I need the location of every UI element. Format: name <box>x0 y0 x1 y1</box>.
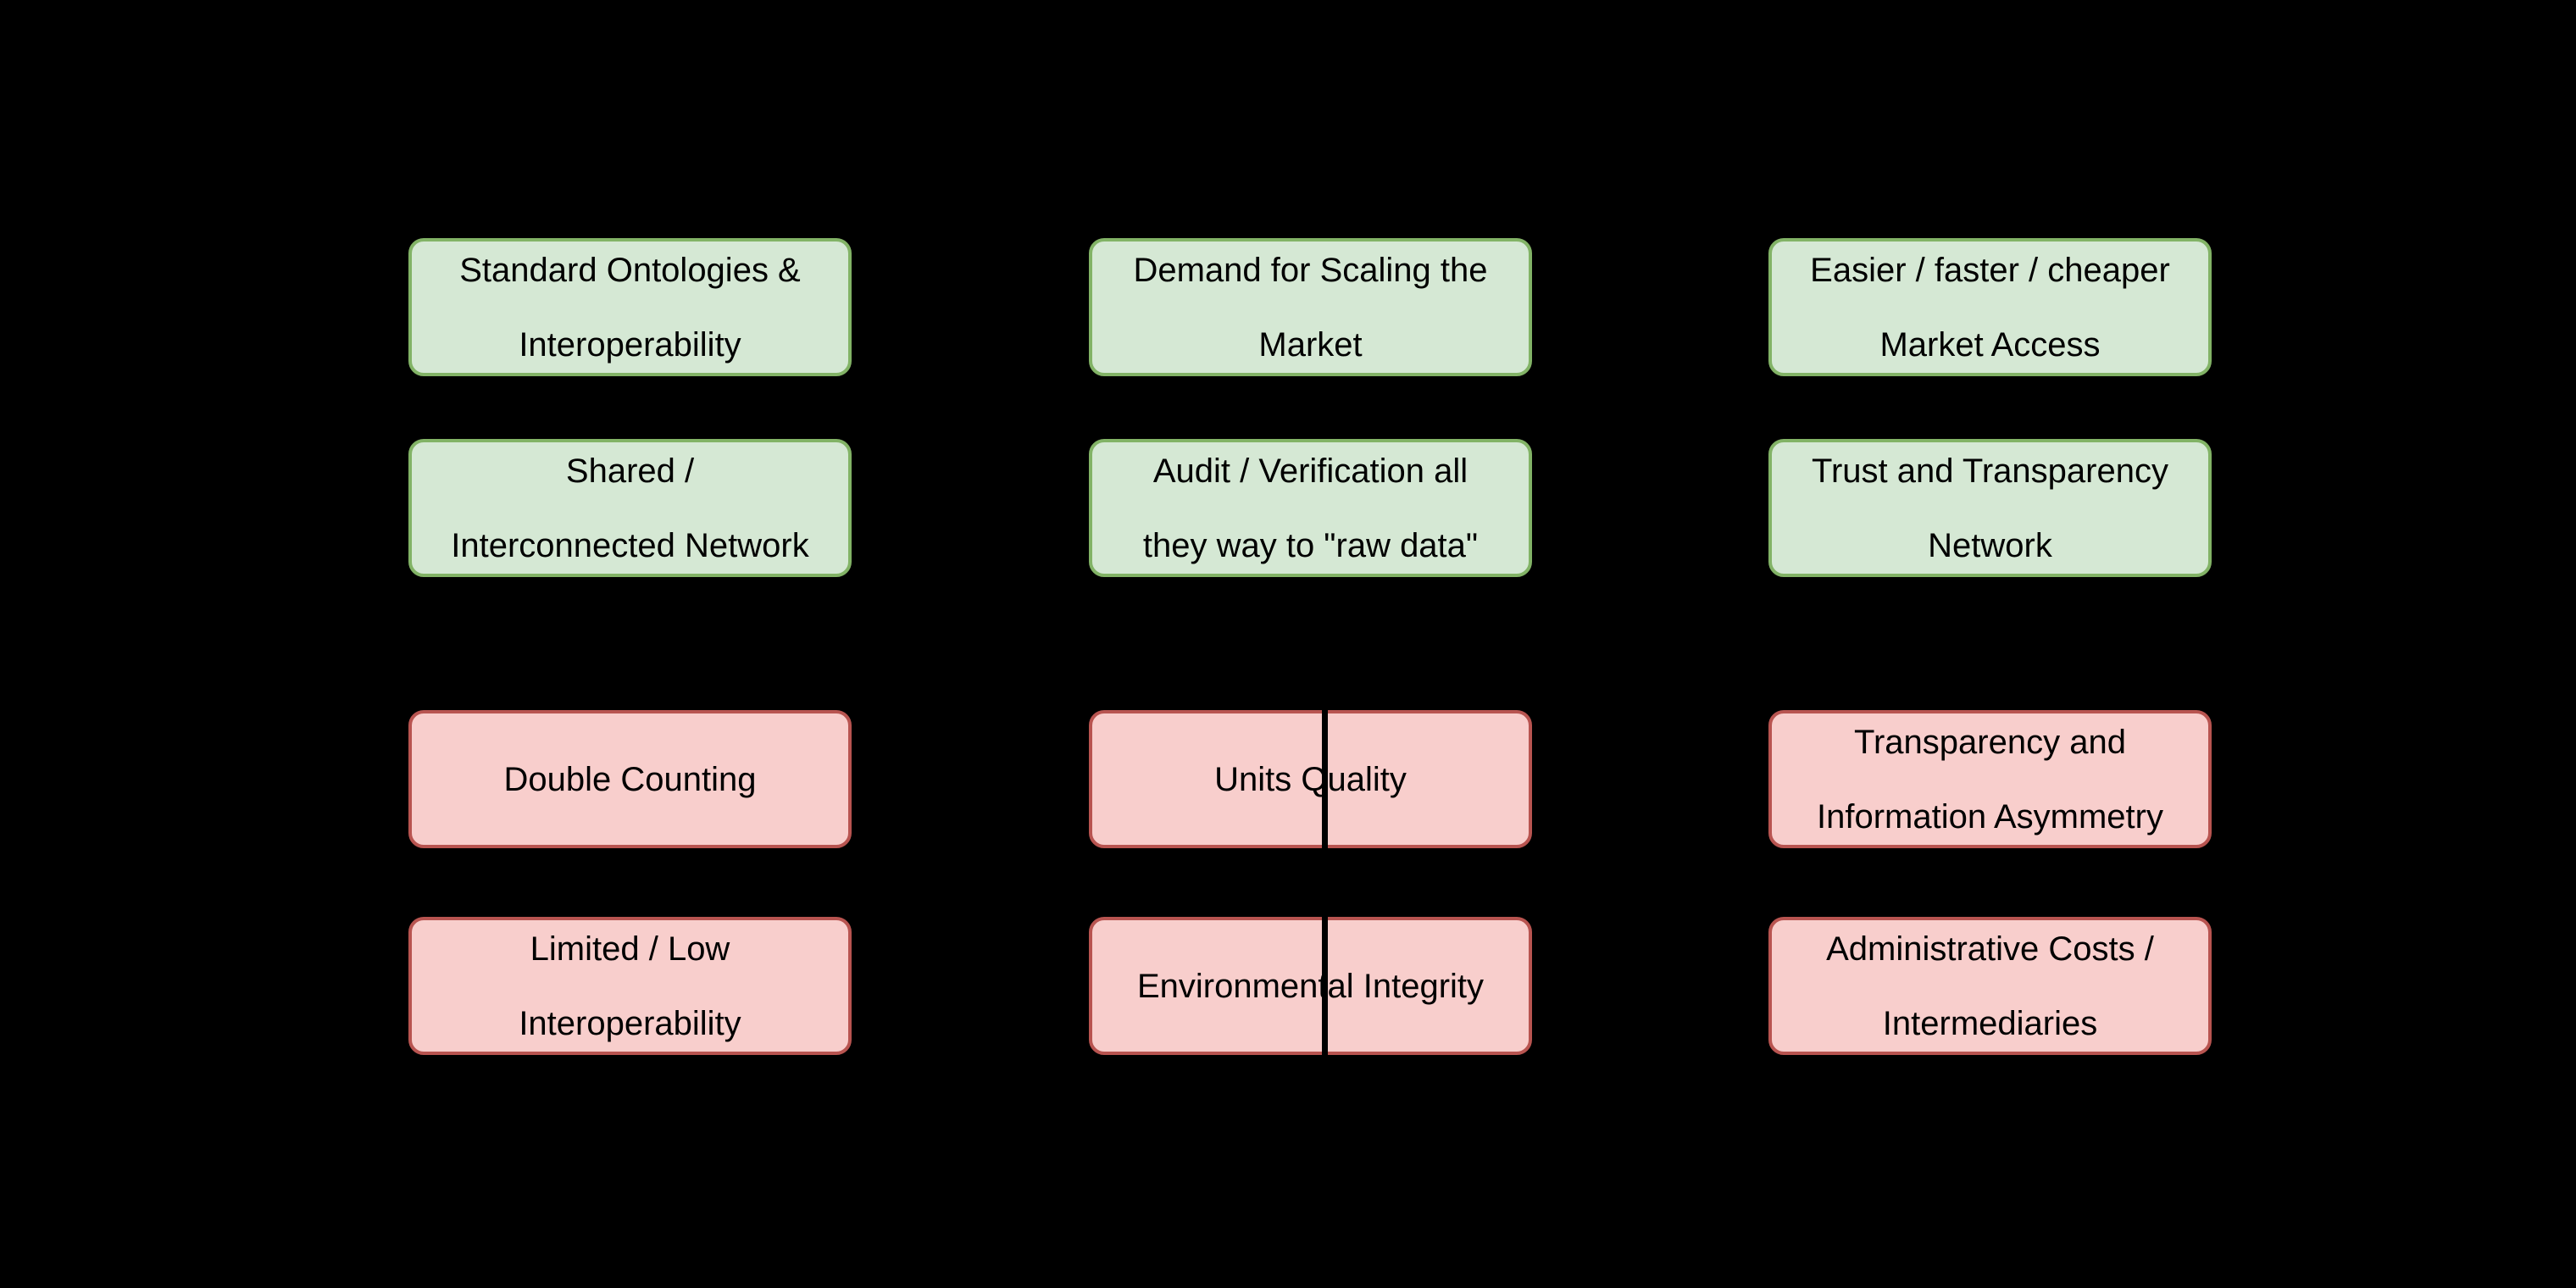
node-label-line: Environmental Integrity <box>1136 967 1485 1005</box>
node-label-line: Trust and Transparency <box>1812 452 2168 490</box>
node-label-line: Limited / Low <box>530 930 730 968</box>
node-label-line: Demand for Scaling the <box>1133 251 1488 289</box>
node-label-line: Information Asymmetry <box>1816 797 2163 836</box>
node-label-line: Double Counting <box>503 760 757 798</box>
node-label-line: Shared / <box>565 452 695 490</box>
node-label-line: Market Access <box>1879 325 2101 364</box>
node-environmental-integrity[interactable]: Environmental Integrity <box>1089 917 1532 1055</box>
node-label-line: Market <box>1258 325 1363 364</box>
node-audit-verification-raw-data[interactable]: Audit / Verification all they way to "raw… <box>1089 439 1532 577</box>
node-units-quality[interactable]: Units Quality <box>1089 710 1532 848</box>
node-label-line: Intermediaries <box>1882 1004 2098 1042</box>
node-label-line: Standard Ontologies & <box>459 251 801 289</box>
node-label-line: Transparency and <box>1854 723 2126 761</box>
node-label-line: Network <box>1928 526 2052 564</box>
node-label-line: Interoperability <box>519 1004 741 1042</box>
node-administrative-costs-intermediaries[interactable]: Administrative Costs / Intermediaries <box>1768 917 2212 1055</box>
divider-middle-column-vertical-divider <box>1322 710 1328 1055</box>
node-label-line: Administrative Costs / <box>1826 930 2154 968</box>
node-label-line: they way to "raw data" <box>1142 526 1479 564</box>
node-label-line: Interconnected Network <box>451 526 809 564</box>
node-double-counting[interactable]: Double Counting <box>408 710 852 848</box>
node-label-line: Units Quality <box>1214 760 1407 798</box>
node-shared-interconnected-network[interactable]: Shared / Interconnected Network <box>408 439 852 577</box>
node-label-line: Interoperability <box>519 325 741 364</box>
node-label-line: Easier / faster / cheaper <box>1810 251 2170 289</box>
node-label-line: Audit / Verification all <box>1152 452 1468 490</box>
node-standard-ontologies-interoperability[interactable]: Standard Ontologies & Interoperability <box>408 238 852 376</box>
